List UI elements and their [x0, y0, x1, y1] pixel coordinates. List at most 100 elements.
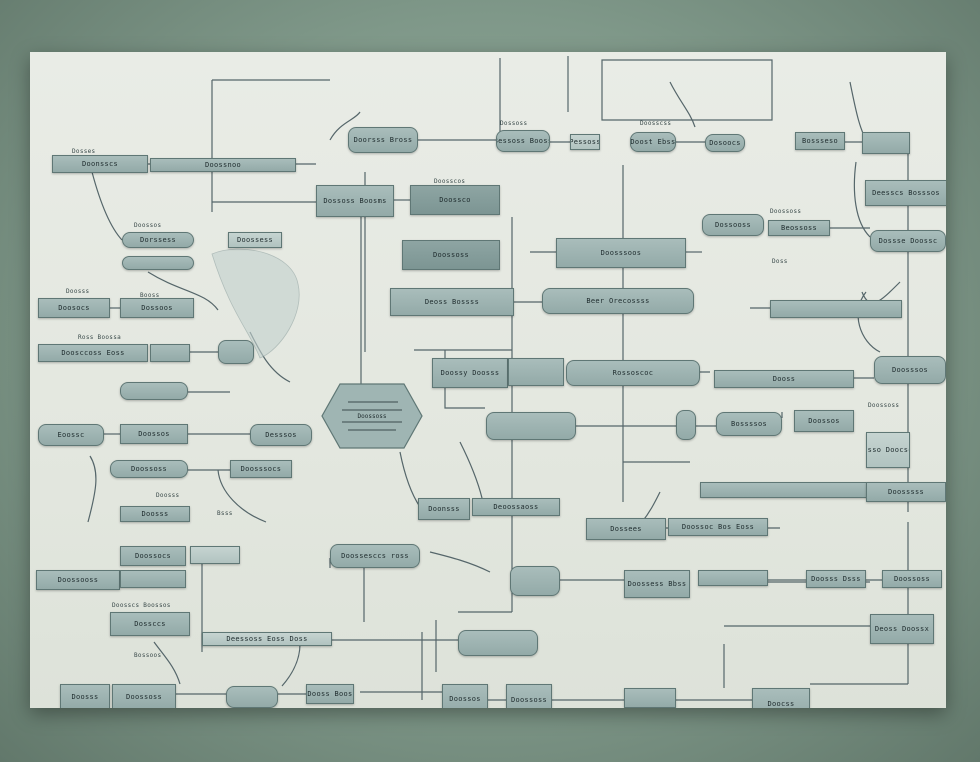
edge [857, 291, 881, 353]
diagram-node[interactable]: Doossooss [36, 570, 120, 590]
diagram-node[interactable]: Doossco [410, 185, 500, 215]
edge [147, 271, 219, 311]
node-label: Rossoscoc [612, 369, 654, 377]
diagram-node[interactable]: Rossoscoc [566, 360, 700, 386]
diagram-node[interactable]: Desssos [250, 424, 312, 446]
diagram-node[interactable]: Deoossaoss [472, 498, 560, 516]
diagram-node[interactable]: Dossse Doossc [870, 230, 946, 252]
annotation-text: Doossoss [770, 208, 802, 215]
diagram-node[interactable]: Bossseso [795, 132, 845, 150]
node-label: Dossoss Boosms [323, 197, 387, 205]
diagram-node[interactable]: Dosoocs [705, 134, 745, 152]
diagram-node[interactable]: Doosssocs [230, 460, 292, 478]
diagram-node[interactable]: Bessoss Booss [496, 130, 550, 152]
diagram-node[interactable]: Doossoss [506, 684, 552, 708]
diagram-node[interactable]: Doossoc Bos Eoss [668, 518, 768, 536]
diagram-node[interactable]: Deesscs Bosssos [865, 180, 946, 206]
diagram-node[interactable]: Doosocs [38, 298, 110, 318]
diagram-node[interactable]: Doorsss Bross [348, 127, 418, 153]
diagram-node[interactable] [700, 482, 880, 498]
diagram-node[interactable]: Doossos [442, 684, 488, 708]
diagram-node[interactable]: Deessoss Eoss Doss [202, 632, 332, 646]
node-label: Doossesccs ross [341, 552, 409, 560]
diagram-node[interactable]: Deoss Bossss [390, 288, 514, 316]
node-label: Dorssess [139, 236, 177, 244]
diagram-node[interactable] [486, 412, 576, 440]
diagram-node[interactable]: Doosssoos [556, 238, 686, 268]
node-label: Desssos [265, 431, 297, 439]
diagram-node[interactable] [624, 688, 676, 708]
node-label: Doossess Bbss [627, 580, 687, 588]
diagram-node[interactable]: Doosss Dsss [806, 570, 866, 588]
diagram-node[interactable] [458, 630, 538, 656]
diagram-node[interactable]: Doosccoss Eoss [38, 344, 148, 362]
diagram-node[interactable] [508, 358, 564, 386]
diagram-node[interactable]: Beer Orecossss [542, 288, 694, 314]
diagram-node[interactable]: Dooss Boos [306, 684, 354, 704]
diagram-node[interactable] [510, 566, 560, 596]
diagram-node[interactable] [676, 410, 696, 440]
node-label: Deoss Bossss [424, 298, 480, 306]
diagram-node[interactable] [218, 340, 254, 364]
diagram-node[interactable] [190, 546, 240, 564]
diagram-node[interactable] [226, 686, 278, 708]
diagram-node[interactable]: Doossess Bbss [624, 570, 690, 598]
diagram-node[interactable]: Doosss [120, 506, 190, 522]
diagram-node[interactable]: Dossccs [110, 612, 190, 636]
diagram-node[interactable]: Doossoss [882, 570, 942, 588]
node-label: Dossse Doossc [878, 237, 938, 245]
diagram-node[interactable]: Doossocs [120, 546, 186, 566]
annotation-text: Doss [772, 258, 788, 265]
diagram-node[interactable]: Doonsscs [52, 155, 148, 173]
diagram-node[interactable] [862, 132, 910, 154]
node-label: Beer Orecossss [586, 297, 650, 305]
diagram-node[interactable]: Doossoss [402, 240, 500, 270]
diagram-node[interactable]: Doocss [752, 688, 810, 708]
diagram-node[interactable]: Dorssess [122, 232, 194, 248]
diagram-node[interactable]: Doossess [228, 232, 282, 248]
diagram-node[interactable] [150, 344, 190, 362]
diagram-node[interactable]: Doossoss [112, 684, 176, 708]
annotation-text: Doosss [156, 492, 180, 499]
diagram-node[interactable] [120, 570, 186, 588]
diagram-node[interactable]: Doossnoo [150, 158, 296, 172]
node-label: Bossssos [730, 420, 768, 428]
diagram-node[interactable]: Doossos [120, 424, 188, 444]
diagram-node[interactable]: Doossesccs ross [330, 544, 420, 568]
diagram-node[interactable]: Doonsss [418, 498, 470, 520]
diagram-node[interactable]: Eoossc [38, 424, 104, 446]
diagram-node[interactable]: Deoss Doossx [870, 614, 934, 644]
node-label: Doosss Dsss [811, 575, 861, 583]
node-label: Doossco [439, 196, 471, 204]
diagram-node[interactable]: Doosssos [874, 356, 946, 384]
node-label: Dosoocs [709, 139, 741, 147]
hexagon-node[interactable]: Doossoss [320, 382, 424, 450]
diagram-node[interactable]: Doosss [60, 684, 110, 708]
diagram-node[interactable] [770, 300, 902, 318]
node-label: Doossoss [125, 693, 163, 701]
diagram-node[interactable]: Doossy Doosss [432, 358, 508, 388]
diagram-node[interactable]: Doost Ebss [630, 132, 676, 152]
node-label: Doossnoo [204, 161, 242, 169]
node-label: Doossy Doosss [440, 369, 500, 377]
diagram-node[interactable]: Dooss [714, 370, 854, 388]
diagram-node[interactable]: Bossssos [716, 412, 782, 436]
edge [217, 469, 267, 523]
diagram-node[interactable]: Doossoss [110, 460, 188, 478]
diagram-node[interactable]: Dossoos [120, 298, 194, 318]
node-label: Doost Ebss [630, 138, 676, 146]
diagram-node[interactable]: Dossso Doocsoss [866, 432, 910, 468]
diagram-node[interactable]: Dossooss [702, 214, 764, 236]
diagram-node[interactable] [120, 382, 188, 400]
node-label: Dossooss [714, 221, 752, 229]
diagram-node[interactable]: Doossos [794, 410, 854, 432]
node-label: Deoss Doossx [874, 625, 930, 633]
diagram-node[interactable]: Dossees [586, 518, 666, 540]
diagram-node[interactable] [698, 570, 768, 586]
diagram-node[interactable]: Doosssss [866, 482, 946, 502]
diagram-node[interactable]: Dossoss Boosms [316, 185, 394, 217]
diagram-node[interactable]: Beossoss [768, 220, 830, 236]
diagram-node[interactable]: Pessoss [570, 134, 600, 150]
node-label: Doossoc Bos Eoss [681, 523, 755, 531]
diagram-node[interactable] [122, 256, 194, 270]
